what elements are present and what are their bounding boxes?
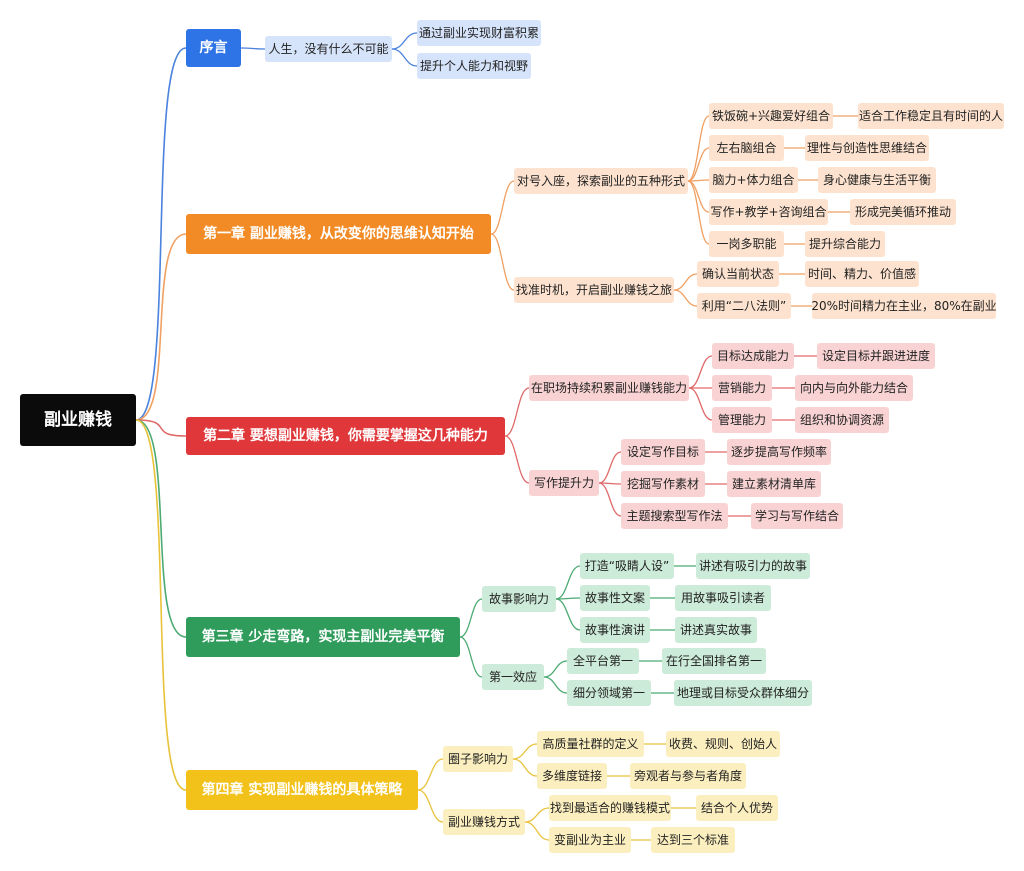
ch3-branch2-item-1[interactable]: 细分领域第一: [567, 680, 651, 706]
ch4-branch2-node[interactable]: 副业赚钱方式: [443, 809, 525, 835]
ch2-branch1-node[interactable]: 在职场持续积累副业赚钱能力: [529, 375, 689, 401]
connector-ch2-branch2-item-2: [598, 482, 622, 517]
ch4-branch1-item-0[interactable]: 高质量社群的定义: [537, 731, 644, 757]
ch2-branch1-item-0[interactable]: 目标达成能力: [712, 343, 794, 369]
connector-ch4-branch1-node: [417, 758, 444, 791]
ch3-branch2-detail-1[interactable]: 地理或目标受众群体细分: [674, 680, 812, 706]
ch2-branch2-item-2[interactable]: 主题搜索型写作法: [621, 503, 728, 529]
ch2-branch2-node[interactable]: 写作提升力: [529, 470, 599, 496]
ch1-branch1-detail-3[interactable]: 形成完美循环推动: [850, 199, 956, 225]
ch4-branch1-detail-0[interactable]: 收费、规则、创始人: [666, 731, 780, 757]
ch1-branch1-item-3[interactable]: 写作+教学+咨询组合: [709, 199, 828, 225]
connector-ch1-branch2-item-1: [673, 289, 698, 307]
connector-ch2-branch1-item-0: [688, 355, 713, 389]
ch1-branch1-detail-4[interactable]: 提升综合能力: [805, 231, 885, 257]
ch2-branch2-item-0[interactable]: 设定写作目标: [621, 439, 705, 465]
connector-ch2-branch2-node: [504, 435, 530, 484]
ch2-branch1-detail-0[interactable]: 设定目标并跟进进度: [817, 343, 935, 369]
connector-ch1-branch1-item-3: [687, 180, 710, 213]
chapter1-node[interactable]: 第一章 副业赚钱，从改变你的思维认知开始: [186, 214, 491, 254]
ch1-branch1-node[interactable]: 对号入座，探索副业的五种形式: [514, 168, 688, 194]
ch1-branch2-item-0[interactable]: 确认当前状态: [697, 261, 779, 287]
connector-ch4-branch2-item-1: [524, 821, 550, 841]
connector-ch2-branch2-item-0: [598, 451, 622, 484]
ch4-branch2-detail-0[interactable]: 结合个人优势: [696, 795, 778, 821]
connector-ch4-branch1-item-1: [512, 758, 538, 777]
ch2-branch1-item-2[interactable]: 管理能力: [712, 407, 772, 433]
connector-ch3-branch2-node: [459, 636, 483, 678]
ch2-branch2-detail-0[interactable]: 逐步提高写作频率: [727, 439, 831, 465]
ch1-branch1-item-4[interactable]: 一岗多职能: [709, 231, 784, 257]
ch2-branch1-item-1[interactable]: 营销能力: [712, 375, 772, 401]
ch2-branch2-detail-2[interactable]: 学习与写作结合: [751, 503, 843, 529]
chapter4-node[interactable]: 第四章 实现副业赚钱的具体策略: [186, 770, 418, 810]
ch2-branch1-detail-2[interactable]: 组织和协调资源: [795, 407, 889, 433]
connector-preface-level1-node: [240, 47, 266, 50]
connector-chapter1-node: [135, 233, 187, 421]
ch1-branch2-node[interactable]: 找准时机，开启副业赚钱之旅: [514, 277, 674, 303]
connector-chapter3-node: [135, 419, 187, 638]
ch3-branch2-node[interactable]: 第一效应: [482, 664, 544, 690]
ch4-branch1-detail-1[interactable]: 旁观者与参与者角度: [630, 763, 746, 789]
connector-ch1-branch1-item-1: [687, 147, 710, 182]
connector-ch3-branch2-item-1: [543, 676, 568, 694]
ch2-branch2-detail-1[interactable]: 建立素材清单库: [727, 471, 821, 497]
ch4-branch1-item-1[interactable]: 多维度链接: [537, 763, 607, 789]
connector-chapter4-node: [135, 419, 187, 791]
ch3-branch2-detail-0[interactable]: 在行全国排名第一: [662, 648, 766, 674]
connector-ch2-branch1-item-2: [688, 387, 713, 421]
chapter2-node[interactable]: 第二章 要想副业赚钱，你需要掌握这几种能力: [186, 417, 505, 455]
connector-ch1-branch2-node: [490, 233, 515, 291]
ch3-branch1-detail-0[interactable]: 讲述有吸引力的故事: [696, 553, 810, 579]
connector-preface-node: [135, 47, 187, 421]
root-node[interactable]: 副业赚钱: [20, 394, 136, 446]
ch4-branch2-detail-1[interactable]: 达到三个标准: [651, 827, 735, 853]
ch3-branch2-item-0[interactable]: 全平台第一: [567, 648, 639, 674]
connector-ch1-branch1-item-4: [687, 180, 710, 245]
ch1-branch1-detail-0[interactable]: 适合工作稳定且有时间的人: [858, 103, 1004, 129]
ch4-branch1-node[interactable]: 圈子影响力: [443, 746, 513, 772]
ch1-branch2-item-1[interactable]: 利用“二八法则”: [697, 293, 791, 319]
ch1-branch2-detail-0[interactable]: 时间、精力、价值感: [805, 261, 919, 287]
ch3-branch1-detail-1[interactable]: 用故事吸引读者: [675, 585, 771, 611]
connector-ch2-branch1-node: [504, 387, 530, 437]
ch3-branch1-node[interactable]: 故事影响力: [482, 586, 556, 612]
ch1-branch1-item-2[interactable]: 脑力+体力组合: [709, 167, 798, 193]
preface-level2-node-1[interactable]: 提升个人能力和视野: [417, 53, 531, 79]
connector-ch3-branch1-item-2: [555, 598, 581, 631]
connector-ch4-branch2-node: [417, 789, 444, 823]
ch1-branch2-detail-1[interactable]: 20%时间精力在主业，80%在副业: [811, 293, 997, 319]
connector-ch1-branch1-node: [490, 180, 515, 235]
ch1-branch1-detail-1[interactable]: 理性与创造性思维结合: [805, 135, 929, 161]
preface-node[interactable]: 序言: [186, 29, 241, 67]
ch3-branch1-item-1[interactable]: 故事性文案: [580, 585, 650, 611]
connector-ch4-branch1-item-0: [512, 743, 538, 760]
ch4-branch2-item-0[interactable]: 找到最适合的赚钱模式: [549, 795, 671, 821]
connector-ch3-branch2-item-0: [543, 660, 568, 678]
connector-ch3-branch1-node: [459, 598, 483, 638]
preface-level2-node-0[interactable]: 通过副业实现财富积累: [417, 20, 541, 46]
connector-ch1-branch1-item-0: [687, 115, 710, 182]
ch3-branch1-item-2[interactable]: 故事性演讲: [580, 617, 650, 643]
ch3-branch1-item-0[interactable]: 打造“吸睛人设”: [580, 553, 674, 579]
connector-preface-level2-node-0: [391, 32, 418, 50]
connector-preface-level2-node-1: [391, 48, 418, 67]
ch3-branch1-detail-2[interactable]: 讲述真实故事: [675, 617, 757, 643]
ch2-branch2-item-1[interactable]: 挖掘写作素材: [621, 471, 705, 497]
connector-ch4-branch2-item-0: [524, 807, 550, 823]
ch1-branch1-item-1[interactable]: 左右脑组合: [709, 135, 784, 161]
connector-ch3-branch1-item-0: [555, 565, 581, 600]
ch4-branch2-item-1[interactable]: 变副业为主业: [549, 827, 631, 853]
ch1-branch1-detail-2[interactable]: 身心健康与生活平衡: [818, 167, 936, 193]
connector-chapter2-node: [135, 419, 187, 437]
preface-level1-node[interactable]: 人生，没有什么不可能: [265, 36, 392, 62]
connector-ch1-branch2-item-0: [673, 273, 698, 291]
ch2-branch1-detail-1[interactable]: 向内与向外能力结合: [795, 375, 913, 401]
chapter3-node[interactable]: 第三章 少走弯路，实现主副业完美平衡: [186, 617, 460, 657]
ch1-branch1-item-0[interactable]: 铁饭碗+兴趣爱好组合: [709, 103, 833, 129]
